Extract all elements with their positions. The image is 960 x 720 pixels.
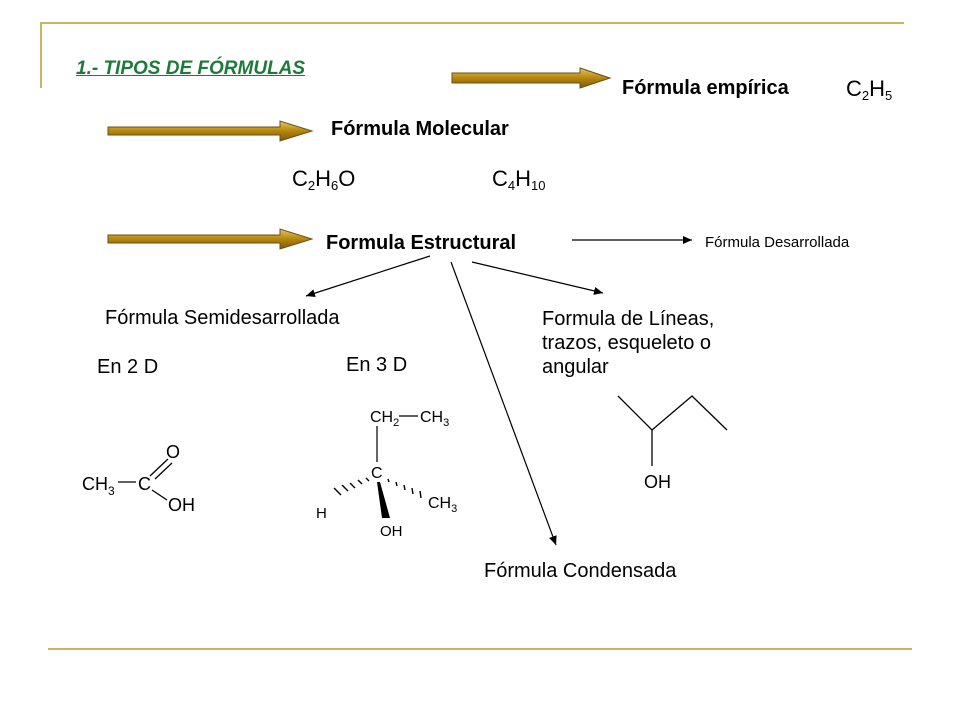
arrow-to-lines xyxy=(471,261,604,295)
empirical-label: Fórmula empírica xyxy=(622,77,789,99)
skeletal-structure: OH xyxy=(617,395,728,492)
acetic-acid-structure: CH3 C O OH xyxy=(82,442,195,515)
molecular-example-butane: C4H10 xyxy=(492,166,546,193)
acid-carbon: C xyxy=(138,474,151,494)
molecular-example-ethanol: C2H6O xyxy=(292,166,356,193)
lines-label-line-2: trazos, esqueleto o xyxy=(542,332,711,354)
arrow-to-molecular xyxy=(107,120,314,142)
arrow-to-empirical xyxy=(451,67,612,89)
chiral-hydrogen: H xyxy=(316,505,327,522)
condensed-label: Fórmula Condensada xyxy=(484,560,677,582)
chiral-ch3-right: CH3 xyxy=(428,495,457,515)
empirical-formula: C2H5 xyxy=(846,76,893,103)
top-rule xyxy=(40,22,904,24)
chiral-ch3-top: CH3 xyxy=(420,409,449,429)
skeletal-hydroxyl: OH xyxy=(644,472,671,492)
acid-hydroxyl: OH xyxy=(168,495,195,515)
chiral-hydroxyl: OH xyxy=(380,523,403,540)
developed-label: Fórmula Desarrollada xyxy=(705,234,850,251)
left-rule xyxy=(40,22,42,88)
lines-label-line-1: Formula de Líneas, xyxy=(542,308,715,330)
lines-label-line-3: angular xyxy=(542,356,609,378)
bottom-rule xyxy=(48,648,912,650)
molecular-label: Fórmula Molecular xyxy=(331,118,509,140)
semi-label: Fórmula Semidesarrollada xyxy=(105,307,340,329)
chiral-3d-structure: CH2 CH3 C H CH3 OH xyxy=(316,409,457,540)
acid-ch3: CH3 xyxy=(82,474,115,498)
in-3d-label: En 3 D xyxy=(346,354,408,376)
structural-label: Formula Estructural xyxy=(326,232,517,254)
acid-oxygen: O xyxy=(166,442,180,462)
arrow-to-structural xyxy=(107,228,314,250)
arrow-to-semi xyxy=(305,255,431,298)
in-2d-label: En 2 D xyxy=(97,356,159,378)
arrow-to-condensed xyxy=(450,261,557,546)
page-title: 1.- TIPOS DE FÓRMULAS xyxy=(76,58,306,79)
chiral-ch2: CH2 xyxy=(370,409,399,429)
chiral-carbon: C xyxy=(371,465,383,482)
lines-label: Formula de Líneas, trazos, esqueleto o a… xyxy=(542,307,714,379)
